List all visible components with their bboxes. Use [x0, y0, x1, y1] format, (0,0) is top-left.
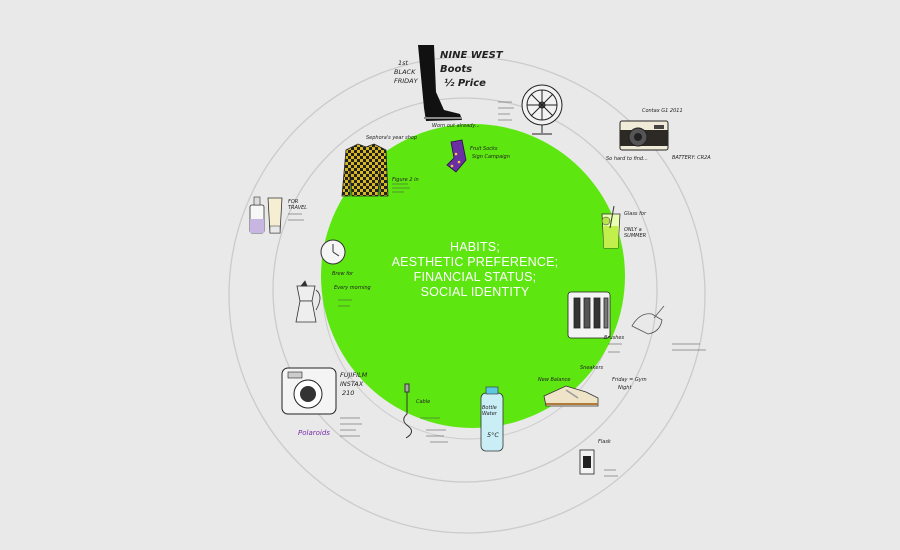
- sneaker-icon: [543, 385, 599, 407]
- note-boots-friday: FRIDAY: [394, 77, 418, 85]
- note-boots-worn: Worn out already...: [432, 123, 480, 129]
- note-boots-black: BLACK: [394, 68, 416, 76]
- note-shoes: New Balance: [538, 377, 571, 383]
- note-shoes-line2: Sneakers: [580, 365, 604, 371]
- note-fuji-number: 210: [342, 389, 355, 397]
- note-travel-line2: TRAVEL: [288, 205, 308, 211]
- note-friday-gym: Friday = Gym: [612, 377, 647, 383]
- note-polaroids: Polaroids: [298, 429, 330, 437]
- note-glass-line3: SUMMER: [624, 233, 647, 239]
- note-camera-find: So hard to find...: [606, 156, 648, 162]
- checkered-shirt-icon: [341, 143, 389, 197]
- note-shirt-top: Sephora's year shop: [366, 135, 418, 141]
- core-circle: [321, 124, 625, 428]
- center-line-1: HABITS;: [449, 240, 501, 254]
- note-fuji-model: INSTAX: [340, 380, 364, 388]
- note-flask: Flask: [598, 439, 611, 445]
- note-glass-line2: ONLY a: [624, 227, 642, 233]
- boot-icon: [418, 45, 462, 121]
- center-label: HABITS; AESTHETIC PREFERENCE; FINANCIAL …: [355, 240, 595, 300]
- brush-holder-icon: [567, 291, 611, 339]
- note-glass: Glass for: [624, 211, 647, 217]
- note-shirt-side: Figure 2 in: [392, 177, 419, 183]
- center-line-2: AESTHETIC PREFERENCE;: [391, 255, 559, 269]
- note-fuji-brand: FUJIFILM: [340, 371, 368, 379]
- sunglasses-icon: [631, 305, 665, 335]
- camera-icon: [619, 120, 669, 151]
- center-line-3: FINANCIAL STATUS;: [413, 270, 537, 284]
- note-camera-battery: BATTERY: CR2A: [672, 155, 711, 161]
- note-water-bottle-line2: Water: [482, 411, 497, 417]
- note-mug: Brew for: [332, 271, 354, 277]
- note-boots-first: 1st: [398, 59, 409, 67]
- flask-icon: [579, 449, 595, 475]
- socks-icon: [446, 139, 467, 173]
- moka-pot-icon: [295, 280, 321, 323]
- note-boots-line2: Boots: [440, 64, 473, 75]
- note-brushes: Brushes: [604, 335, 625, 341]
- outer-ring: [228, 56, 706, 534]
- center-line-4: SOCIAL IDENTITY: [420, 285, 530, 299]
- glass-icon: [601, 205, 621, 249]
- note-friday-gym-line2: Night: [618, 385, 632, 391]
- note-water-bottle: Bottle: [482, 405, 497, 411]
- fan-icon: [521, 84, 563, 135]
- note-water-temp: 5°C: [487, 431, 499, 439]
- note-socks: Fruit Socks: [470, 146, 498, 152]
- note-mug-line2: Every morning: [334, 285, 371, 291]
- water-bottle-icon: [480, 386, 504, 452]
- instant-camera-icon: [281, 367, 337, 415]
- cable-icon: [403, 383, 412, 439]
- note-boots-brand: NINE WEST: [440, 50, 503, 61]
- middle-ring: [272, 97, 658, 483]
- clock-icon: [320, 239, 346, 265]
- note-socks-line2: Sign Campaign: [472, 154, 510, 160]
- note-cable: Cable: [416, 399, 431, 405]
- handwritten-scribbles: [288, 101, 706, 477]
- note-camera-type: Contax G1 2011: [642, 108, 683, 114]
- lotion-bottles-icon: [249, 196, 283, 234]
- note-travel: FOR: [288, 199, 299, 205]
- note-boots-price: ½ Price: [444, 78, 486, 89]
